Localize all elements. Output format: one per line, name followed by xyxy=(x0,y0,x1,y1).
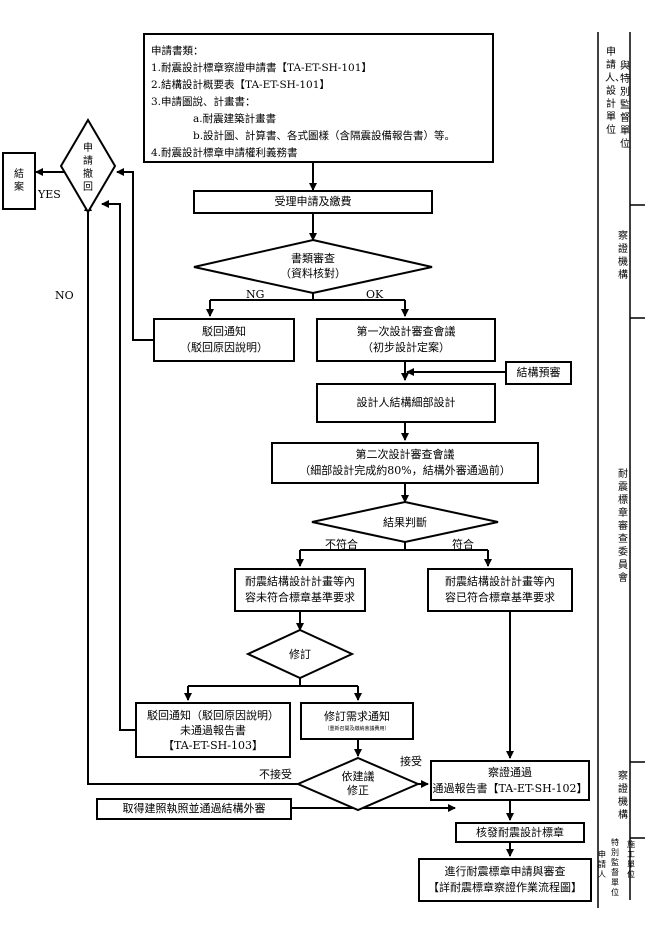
accept-payment-label: 受理申請及繳費 xyxy=(274,195,352,208)
approval-report-box: 察證通過 通過報告書【TA-ET-SH-102】 xyxy=(430,760,590,801)
reject-notice-subtitle: （駁回原因說明） xyxy=(180,341,268,354)
next-step-box: 進行耐震標章申請與審查 【詳耐震標章察證作業流程圖】 xyxy=(418,858,592,902)
next-step-title: 進行耐震標章申請與審查 xyxy=(444,865,566,878)
application-documents-box: 申請書類： 1.耐震設計標章察證申請書【TA-ET-SH-101】 2.結構設計… xyxy=(143,33,494,163)
application-doc-subitem: a.耐震建築計畫書 xyxy=(193,113,277,125)
issue-label-box: 核發耐震設計標章 xyxy=(455,822,585,843)
compliant-line: 耐震結構設計計畫等內 xyxy=(445,575,555,588)
suggestion-diamond xyxy=(295,756,421,812)
reject-notice-box: 駁回通知 （駁回原因說明） xyxy=(153,318,295,362)
accept-payment-box: 受理申請及繳費 xyxy=(193,190,433,214)
role-special-supervisor: 與特別監督單位 xyxy=(620,61,630,150)
first-meeting-title: 第一次設計審查會議 xyxy=(356,325,456,338)
approval-report-title: 察證通過 xyxy=(488,765,532,779)
not-compliant-line: 容未符合標章基準要求 xyxy=(245,591,355,604)
next-step-subtitle: 【詳耐震標章察證作業流程圖】 xyxy=(428,881,582,894)
revision-request-label: 修訂需求通知 xyxy=(324,710,390,723)
compliant-box: 耐震結構設計計畫等內 容已符合標章基準要求 xyxy=(427,568,573,612)
not-compliant-edge-label: 不符合 xyxy=(325,538,358,551)
application-doc-subitem: b.設計圖、計算書、各式圖樣（含隔震設備報告書）等。 xyxy=(193,130,456,142)
close-case-label: 結案 xyxy=(14,169,24,193)
application-doc-item: 2.結構設計概要表【TA-ET-SH-101】 xyxy=(151,79,330,91)
structure-prereview-label: 結構預審 xyxy=(516,366,561,379)
building-permit-label: 取得建照執照並通過結構外審 xyxy=(122,802,266,815)
reject-report-box: 駁回通知（駁回原因說明） 未通過報告書 【TA-ET-SH-103】 xyxy=(135,702,291,758)
application-doc-item: 4.耐震設計標章申請權利義務書 xyxy=(151,147,298,159)
revision-request-box: 修訂需求通知 （重新召開及繳納會議費用） xyxy=(300,702,414,740)
not-accept-edge-label: 不接受 xyxy=(259,768,292,781)
first-meeting-subtitle: （初步設計定案） xyxy=(362,341,450,354)
second-meeting-subtitle: （細部設計完成約80%，結構外審通過前） xyxy=(299,464,511,477)
revise-diamond xyxy=(245,628,355,680)
close-case-box: 結案 xyxy=(2,152,36,210)
accept-suggestion-line: 依建議 xyxy=(341,770,375,783)
not-compliant-line: 耐震結構設計計畫等內 xyxy=(245,575,355,588)
role-applicant-designer: 申請人、設計單位 xyxy=(605,47,625,136)
second-meeting-box: 第二次設計審查會議 （細部設計完成約80%，結構外審通過前） xyxy=(271,442,539,484)
detailed-design-box: 設計人結構細部設計 xyxy=(316,383,496,423)
accept-edge-label: 接受 xyxy=(400,755,422,768)
reject-notice-title: 駁回通知 xyxy=(202,325,246,338)
role-verification-org: 察證機構 xyxy=(618,231,628,281)
first-meeting-box: 第一次設計審查會議 （初步設計定案） xyxy=(316,318,496,362)
result-decision-label: 結果判斷 xyxy=(383,516,427,529)
doc-review-subtitle: （資料核對） xyxy=(280,267,346,280)
application-doc-item: 1.耐震設計標章察證申請書【TA-ET-SH-101】 xyxy=(151,62,372,74)
role-applicant: 申請人 xyxy=(598,850,606,879)
compliant-edge-label: 符合 xyxy=(452,538,474,551)
yes-edge-label: YES xyxy=(38,188,61,201)
approval-report-code: 通過報告書【TA-ET-SH-102】 xyxy=(432,781,588,795)
role-construction-unit: 施工單位 xyxy=(627,840,635,879)
detailed-design-label: 設計人結構細部設計 xyxy=(356,396,456,409)
role-special-supervisor-unit: 特別監督單位 xyxy=(611,838,619,897)
no-edge-label: NO xyxy=(55,289,74,302)
issue-label-text: 核發耐震設計標章 xyxy=(476,825,564,839)
building-permit-box: 取得建照執照並通過結構外審 xyxy=(96,798,292,820)
doc-review-title: 書類審查 xyxy=(291,252,335,265)
doc-review-diamond xyxy=(193,238,433,295)
application-doc-item: 3.申請圖說、計畫書： xyxy=(151,96,256,108)
second-meeting-title: 第二次設計審查會議 xyxy=(355,448,455,461)
revise-label: 修訂 xyxy=(289,648,311,661)
reject-report-line: 未通過報告書 xyxy=(180,723,246,737)
revision-request-note: （重新召開及繳納會議費用） xyxy=(324,726,390,732)
role-verification-org-2: 察證機構 xyxy=(618,771,628,821)
accept-suggestion-text: 依建議 修正 xyxy=(323,770,393,798)
withdraw-diamond xyxy=(59,118,117,214)
accept-suggestion-line: 修正 xyxy=(347,784,369,797)
application-docs-heading: 申請書類： xyxy=(151,45,204,57)
role-committee: 耐震標章審查委員會 xyxy=(618,469,628,584)
structure-prereview-box: 結構預審 xyxy=(505,361,572,385)
ok-label: OK xyxy=(366,288,384,301)
compliant-line: 容已符合標章基準要求 xyxy=(445,591,555,604)
doc-review-text: 書類審查 （資料核對） xyxy=(244,251,382,281)
not-compliant-box: 耐震結構設計計畫等內 容未符合標章基準要求 xyxy=(234,568,366,612)
ng-label: NG xyxy=(246,288,265,301)
reject-report-line: 駁回通知（駁回原因說明） xyxy=(147,708,279,722)
withdraw-label: 申請撤回 xyxy=(83,143,93,193)
reject-report-code: 【TA-ET-SH-103】 xyxy=(163,738,263,752)
result-decision-diamond xyxy=(311,500,499,544)
